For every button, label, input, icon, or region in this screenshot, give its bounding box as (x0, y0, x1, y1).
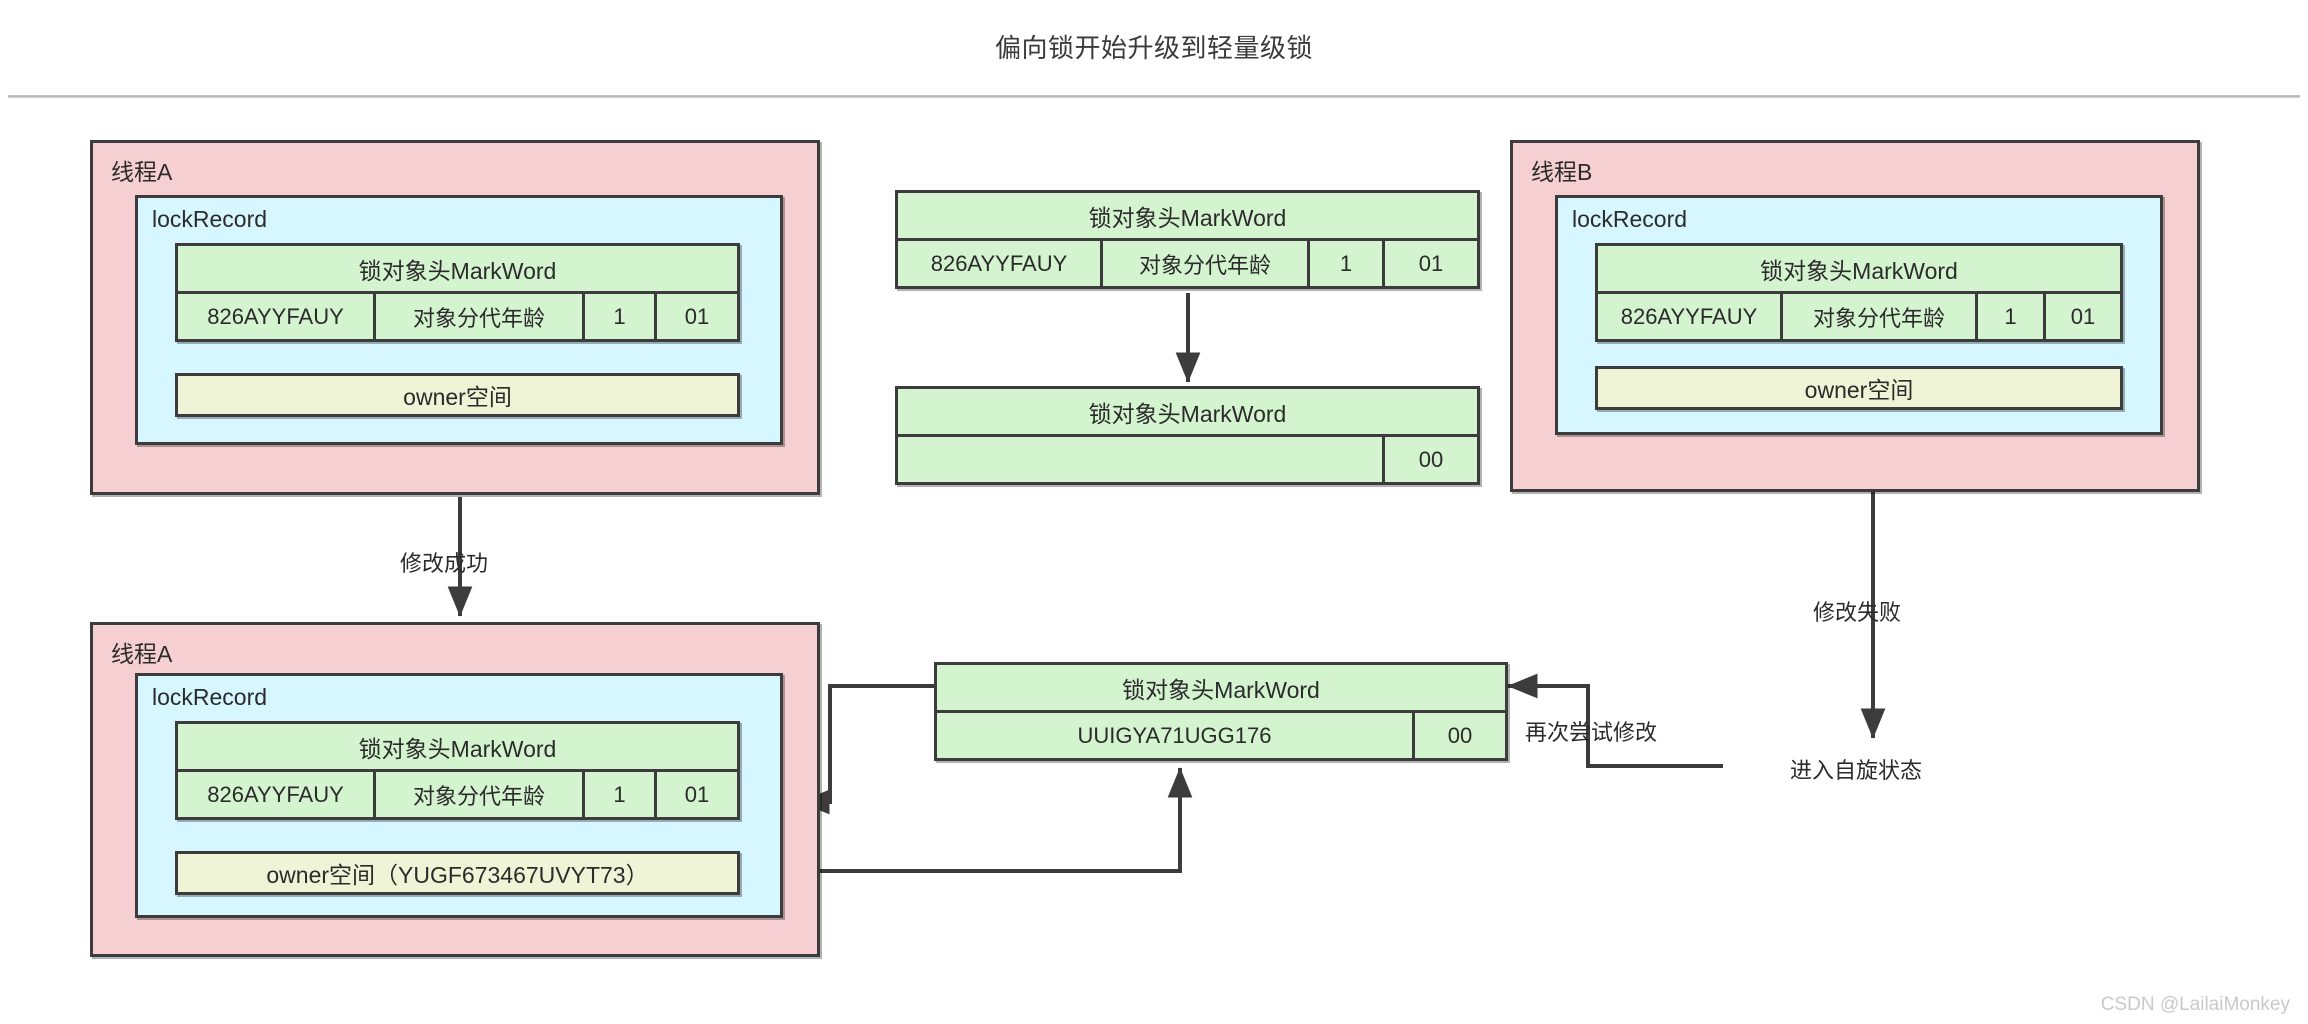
object-header-biased-cell-age: 对象分代年龄 (1103, 241, 1310, 286)
thread-a-bottom-markword-row: 826AYYFAUY 对象分代年龄 1 01 (178, 772, 737, 817)
thread-a-bottom-label: 线程A (111, 641, 173, 667)
thread-a-top-markword-cell-age: 对象分代年龄 (376, 294, 585, 339)
thread-b-lockrecord-label: lockRecord (1572, 206, 1688, 232)
thread-a-top-markword-header: 锁对象头MarkWord (178, 246, 737, 294)
thread-b-markword-cell-bias: 1 (1978, 294, 2046, 339)
thread-a-top-box: 线程A lockRecord 锁对象头MarkWord 826AYYFAUY 对… (90, 140, 820, 495)
thread-b-label: 线程B (1531, 159, 1593, 185)
thread-b-markword: 锁对象头MarkWord 826AYYFAUY 对象分代年龄 1 01 (1595, 243, 2123, 342)
object-header-biased: 锁对象头MarkWord 826AYYFAUY 对象分代年龄 1 01 (895, 190, 1480, 289)
thread-a-bottom-box: 线程A lockRecord 锁对象头MarkWord 826AYYFAUY 对… (90, 622, 820, 957)
thread-b-markword-row: 826AYYFAUY 对象分代年龄 1 01 (1598, 294, 2120, 339)
thread-a-top-label: 线程A (111, 159, 173, 185)
thread-a-bottom-owner-box: owner空间（YUGF673467UVYT73） (175, 851, 740, 895)
object-header-lightweight-empty-cell-ptr (898, 437, 1385, 482)
thread-b-markword-header: 锁对象头MarkWord (1598, 246, 2120, 294)
object-header-biased-cell-bias: 1 (1310, 241, 1385, 286)
header-divider (8, 95, 2300, 98)
thread-a-bottom-lockrecord-box: lockRecord 锁对象头MarkWord 826AYYFAUY 对象分代年… (135, 673, 783, 918)
thread-a-top-owner-box: owner空间 (175, 373, 740, 417)
object-header-lightweight-filled-cell-ptr: UUIGYA71UGG176 (937, 713, 1415, 758)
thread-a-bottom-lockrecord-label: lockRecord (152, 684, 268, 710)
thread-b-box: 线程B lockRecord 锁对象头MarkWord 826AYYFAUY 对… (1510, 140, 2200, 492)
thread-a-bottom-markword-header: 锁对象头MarkWord (178, 724, 737, 772)
thread-a-bottom-markword-cell-bias: 1 (585, 772, 657, 817)
object-header-lightweight-empty-row: 00 (898, 437, 1477, 482)
thread-b-owner-box: owner空间 (1595, 366, 2123, 410)
thread-a-top-lockrecord-label: lockRecord (152, 206, 268, 232)
thread-a-bottom-markword-cell-hash: 826AYYFAUY (178, 772, 376, 817)
object-header-lightweight-empty-cell-lockbits: 00 (1418, 446, 1444, 472)
object-header-lightweight-empty: 锁对象头MarkWord 00 (895, 386, 1480, 485)
thread-a-top-markword: 锁对象头MarkWord 826AYYFAUY 对象分代年龄 1 01 (175, 243, 740, 342)
object-header-lightweight-filled-cell-lockbits: 00 (1447, 722, 1473, 748)
page-title: 偏向锁开始升级到轻量级锁 (994, 33, 1313, 63)
thread-b-lockrecord-box: lockRecord 锁对象头MarkWord 826AYYFAUY 对象分代年… (1555, 195, 2163, 435)
thread-b-markword-cell-lockbits: 01 (2070, 303, 2096, 329)
object-header-lightweight-filled: 锁对象头MarkWord UUIGYA71UGG176 00 (934, 662, 1508, 761)
object-header-biased-cell-hash: 826AYYFAUY (898, 241, 1103, 286)
object-header-biased-cell-lockbits: 01 (1418, 250, 1444, 276)
thread-b-markword-cell-hash: 826AYYFAUY (1598, 294, 1783, 339)
thread-a-bottom-markword-cell-age: 对象分代年龄 (376, 772, 585, 817)
arrow-markword-to-lockrecord (799, 684, 934, 815)
thread-a-top-markword-cell-hash: 826AYYFAUY (178, 294, 376, 339)
watermark: CSDN @LailaiMonkey (2100, 994, 2290, 1015)
thread-b-markword-cell-age: 对象分代年龄 (1783, 294, 1978, 339)
object-header-biased-header: 锁对象头MarkWord (898, 193, 1477, 241)
edge-label-modify-success: 修改成功 (400, 551, 489, 576)
thread-a-top-markword-row: 826AYYFAUY 对象分代年龄 1 01 (178, 294, 737, 339)
object-header-lightweight-empty-header: 锁对象头MarkWord (898, 389, 1477, 437)
thread-a-top-lockrecord-box: lockRecord 锁对象头MarkWord 826AYYFAUY 对象分代年… (135, 195, 783, 445)
thread-a-bottom-markword-cell-lockbits: 01 (684, 781, 710, 807)
object-header-lightweight-filled-row: UUIGYA71UGG176 00 (937, 713, 1505, 758)
object-header-biased-row: 826AYYFAUY 对象分代年龄 1 01 (898, 241, 1477, 286)
note-enter-spin-state: 进入自旋状态 (1790, 758, 1923, 783)
edge-label-retry-modify: 再次尝试修改 (1525, 720, 1658, 745)
object-header-lightweight-filled-header: 锁对象头MarkWord (937, 665, 1505, 713)
thread-a-top-markword-cell-bias: 1 (585, 294, 657, 339)
thread-a-top-markword-cell-lockbits: 01 (684, 303, 710, 329)
thread-a-bottom-markword: 锁对象头MarkWord 826AYYFAUY 对象分代年龄 1 01 (175, 721, 740, 820)
edge-label-modify-fail: 修改失败 (1813, 600, 1902, 625)
